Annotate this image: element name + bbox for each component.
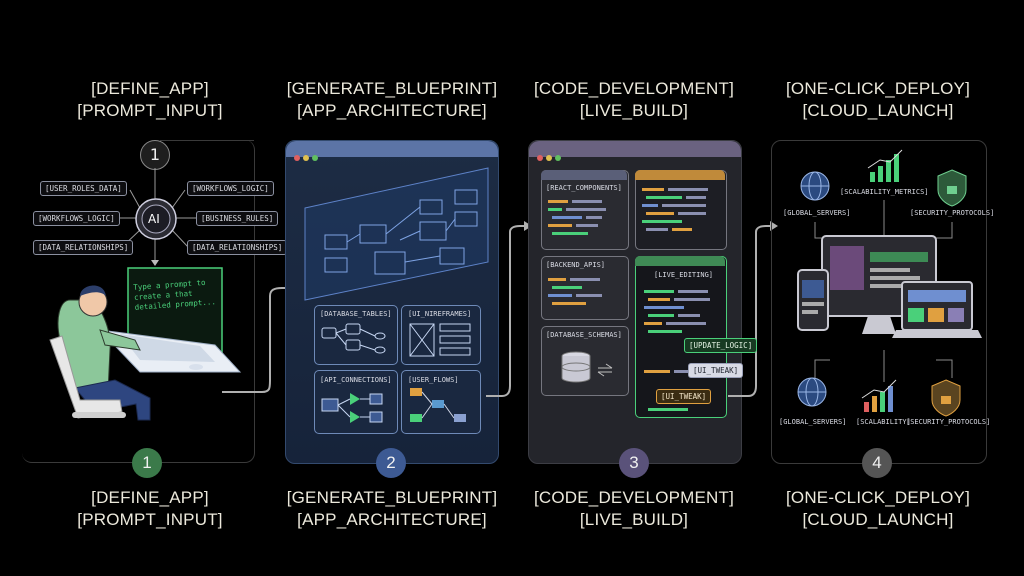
step3-number: 3 [619,448,649,478]
label-security-protocols-bottom: [SECURITY_PROTOCOLS] [906,418,991,426]
desktop-monitor-icon [821,235,937,334]
step4-top-title: [ONE-CLICK_DEPLOY] [CLOUD_LAUNCH] [758,78,998,122]
database-icon [561,351,591,383]
label-database-schemas: [DATABASE_SCHEMAS] [546,331,622,339]
tag-data-relationships-right: [DATA_RELATIONSHIPS] [187,240,288,255]
chair-icon [49,335,126,419]
code-window-bar [635,170,725,180]
step2-bottom-line2: [APP_ARCHITECTURE] [297,510,487,529]
step2-number: 2 [376,448,406,478]
step3-bottom-line1: [CODE_DEVELOPMENT] [533,488,735,507]
step3-bottom-title: [CODE_DEVELOPMENT] [LIVE_BUILD] [514,487,754,531]
step4-bottom-line2: [CLOUD_LAUNCH] [802,510,954,529]
step3-window-bar [529,141,741,161]
label-security-protocols-top: [SECURITY_PROTOCOLS] [910,209,995,217]
tag-business-rules: [BUSINESS_RULES] [196,211,279,226]
step4-number: 4 [862,448,892,478]
label-database-tables: [DATABASE_TABLES] [320,310,392,318]
react-window-bar [541,170,627,180]
label-backend-apis: [BACKEND_APIS] [546,261,606,269]
label-global-servers-bottom: [GLOBAL_SERVERS] [779,418,847,426]
popup-ui-tweak-1: [UI_TWEAK] [688,363,744,378]
shield-lock-icon-top [937,169,967,207]
ai-label: AI [148,212,160,226]
label-live-editing: [LIVE_EDITING] [654,271,714,279]
tag-workflows-logic-left: [WORKFLOWS_LOGIC] [33,211,120,226]
step1-bottom-title: [DEFINE_APP] [PROMPT_INPUT] [30,487,270,531]
step1-bottom-line2: [PROMPT_INPUT] [77,510,223,529]
label-global-servers-top: [GLOBAL_SERVERS] [783,209,851,217]
label-react-components: [REACT_COMPONENTS] [546,184,622,192]
subpanel-database-tables [314,305,398,365]
step3-bottom-line2: [LIVE_BUILD] [579,510,689,529]
step2-bottom-title: [GENERATE_BLUEPRINT] [APP_ARCHITECTURE] [272,487,512,531]
globe-icon-top [800,171,830,201]
ai-gear-icon [135,198,177,240]
laptop-icon [892,281,982,338]
live-editing-window-bar [635,256,725,266]
step2-bottom-line1: [GENERATE_BLUEPRINT] [286,488,498,507]
label-scalability-metrics: [SCALABILITY_METRICS] [840,188,929,196]
step4-title-line2: [CLOUD_LAUNCH] [802,101,954,120]
shield-lock-icon-bottom [931,379,961,417]
step2-top-title: [GENERATE_BLUEPRINT] [APP_ARCHITECTURE] [272,78,512,122]
bar-chart-icon-bottom [861,379,897,412]
label-api-connections: [API_CONNECTIONS] [320,376,392,384]
label-ui-wireframes: [UI_NIREFRAMES] [408,310,472,318]
step2-window-bar [286,141,498,161]
popup-update-logic: [UPDATE_LOGIC] [684,338,758,353]
label-user-flows: [USER_FLOWS] [408,376,459,384]
step1-panel-top-edge [160,140,254,141]
step4-bottom-title: [ONE-CLICK_DEPLOY] [CLOUD_LAUNCH] [758,487,998,531]
step2-title-line2: [APP_ARCHITECTURE] [297,101,487,120]
step1-number: 1 [132,448,162,478]
step1-bottom-line1: [DEFINE_APP] [91,488,209,507]
globe-icon-bottom [797,377,827,407]
step2-title-line1: [GENERATE_BLUEPRINT] [286,79,498,98]
step1-title-line1: [DEFINE_APP] [91,79,209,98]
step3-top-title: [CODE_DEVELOPMENT] [LIVE_BUILD] [514,78,754,122]
popup-ui-tweak-2: [UI_TWEAK] [656,389,712,404]
label-scalability: [SCALABILITY] [856,418,911,426]
step4-title-line1: [ONE-CLICK_DEPLOY] [785,79,971,98]
bar-chart-icon-top [867,149,903,182]
step3-title-line1: [CODE_DEVELOPMENT] [533,79,735,98]
step3-title-line2: [LIVE_BUILD] [579,101,689,120]
step4-bottom-line1: [ONE-CLICK_DEPLOY] [785,488,971,507]
phone-icon [797,269,829,331]
tag-user-roles-data: [USER_ROLES_DATA] [40,181,127,196]
tag-workflows-logic-right: [WORKFLOWS_LOGIC] [187,181,274,196]
tag-data-relationships-left: [DATA_RELATIONSHIPS] [33,240,134,255]
step1-top-title: [DEFINE_APP] [PROMPT_INPUT] [30,78,270,122]
step1-title-line2: [PROMPT_INPUT] [77,101,223,120]
